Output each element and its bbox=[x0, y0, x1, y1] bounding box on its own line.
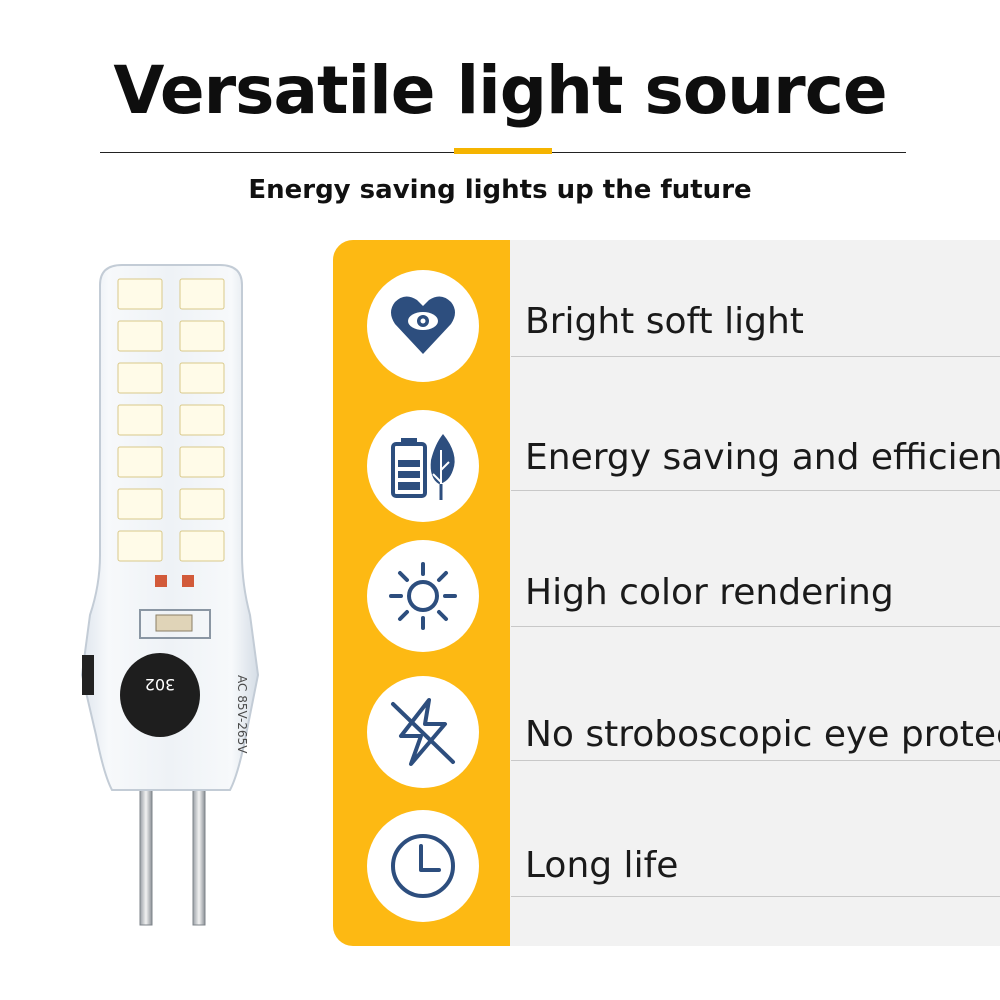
feature-label: Energy saving and efficiency bbox=[525, 437, 1000, 478]
sun-icon bbox=[389, 562, 457, 630]
heart-eye-icon bbox=[391, 296, 455, 354]
feature-icon-circle bbox=[367, 410, 479, 522]
voltage-marking: AC 85V-265V bbox=[235, 675, 249, 754]
feature-divider bbox=[511, 760, 1000, 761]
bulb-pin-right bbox=[192, 774, 206, 926]
led-chip-grid bbox=[117, 278, 225, 562]
feature-divider bbox=[511, 896, 1000, 897]
led-bulb-image: 302 AC 85V-265V bbox=[80, 264, 260, 926]
inductor-chip bbox=[120, 653, 200, 737]
no-flicker-icon bbox=[391, 698, 455, 766]
feature-label: Bright soft light bbox=[525, 301, 804, 342]
feature-icon-circle bbox=[367, 270, 479, 382]
feature-divider bbox=[511, 490, 1000, 491]
battery-leaf-icon bbox=[391, 434, 455, 500]
feature-label: Long life bbox=[525, 845, 679, 886]
title-divider-accent bbox=[454, 148, 552, 154]
feature-divider bbox=[511, 356, 1000, 357]
feature-divider bbox=[511, 626, 1000, 627]
feature-label: No stroboscopic eye protection bbox=[525, 714, 1000, 755]
bulb-body bbox=[80, 264, 260, 791]
page-title: Versatile light source bbox=[113, 52, 887, 129]
feature-label: High color rendering bbox=[525, 572, 894, 613]
page-subtitle: Energy saving lights up the future bbox=[248, 175, 752, 205]
features-panel: Bright soft light Energy saving and effi… bbox=[333, 240, 1000, 946]
chip-marking: 302 bbox=[145, 675, 176, 694]
bulb-pin-left bbox=[139, 774, 153, 926]
feature-icon-circle bbox=[367, 676, 479, 788]
clock-icon bbox=[391, 834, 455, 898]
feature-icon-circle bbox=[367, 810, 479, 922]
feature-icon-circle bbox=[367, 540, 479, 652]
